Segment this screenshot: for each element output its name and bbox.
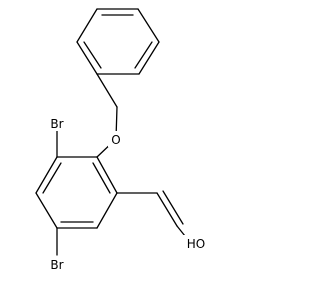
- chemical-structure: O Br Br HO: [35, 8, 211, 272]
- oxygen-atom-label: O: [111, 133, 120, 147]
- benzyl-phenyl-ring: [76, 8, 160, 75]
- bromine-bottom-label: Br: [50, 258, 63, 272]
- oxygen-label-bg: [108, 131, 124, 147]
- hydroxyl-label: HO: [187, 237, 205, 251]
- bromine-bottom-label-bg: [44, 256, 70, 272]
- hydroxyl-label-bg: [181, 235, 211, 251]
- bromine-top-label: Br: [50, 117, 63, 131]
- oxime-group: [116, 190, 186, 237]
- bromine-top-label-bg: [44, 115, 70, 131]
- central-benzene-ring: [35, 156, 118, 229]
